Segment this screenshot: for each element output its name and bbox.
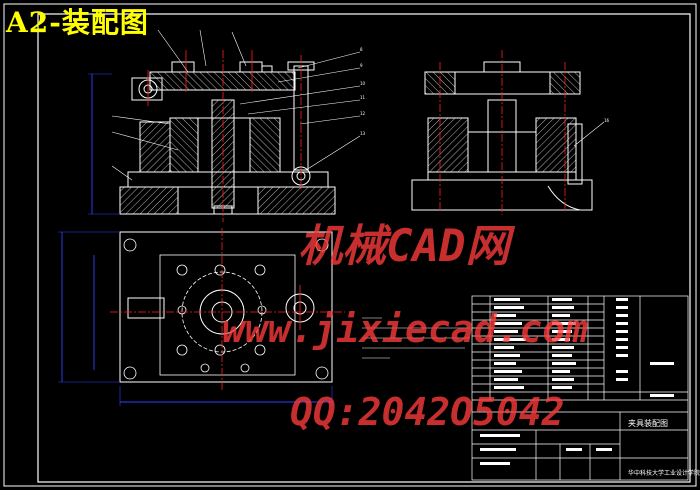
clamp-plate [149,71,296,91]
sheet-size-tag: A2-装配图 [6,6,149,39]
school-name: 华中科技大学工业设计学院 [628,470,700,477]
inner-border [37,13,691,483]
watermark-url: www.jixiecad.com [222,307,589,351]
technical-notes [362,317,470,359]
drawing-title: 夹具装配图 [628,419,668,428]
svg-text:10: 10 [360,81,366,86]
watermark-site-name: 机械CAD网 [298,221,510,272]
parts-list-entries [480,298,674,465]
top-base-outline [119,231,333,383]
svg-text:13: 13 [360,131,366,136]
outer-border [3,3,697,487]
parts-list [471,295,689,481]
svg-text:16: 16 [604,118,610,123]
svg-text:12: 12 [360,111,366,116]
side-view: 16 [411,50,610,215]
top-view [58,228,345,406]
svg-text:9: 9 [360,63,363,68]
svg-text:8: 8 [360,47,363,52]
front-view: 8 9 10 11 12 13 [88,29,366,222]
svg-text:11: 11 [360,95,366,100]
watermark-qq: QQ:2042O5042 [290,390,565,434]
